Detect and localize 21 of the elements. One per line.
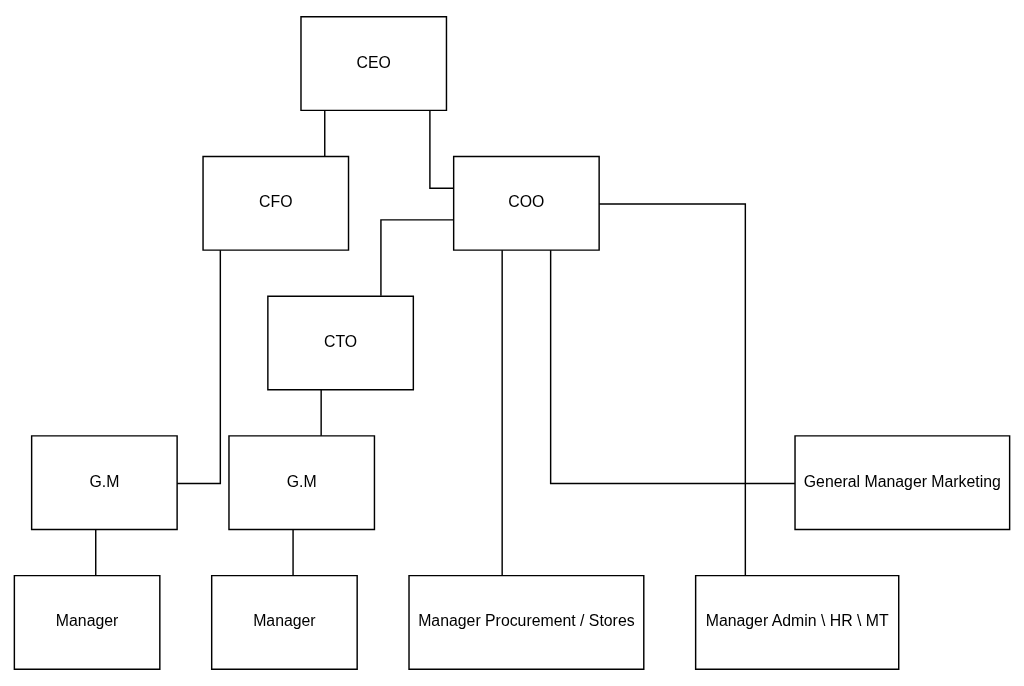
node-box: Manager Procurement / Stores — [408, 574, 645, 670]
node-box: Manager — [13, 574, 161, 670]
node-box: G.M — [228, 435, 376, 531]
node-box: General Manager Marketing — [794, 435, 1011, 531]
node-box: Manager — [210, 574, 358, 670]
node-box: G.M — [30, 435, 178, 531]
connector — [176, 249, 222, 485]
connector — [324, 109, 326, 157]
node-box: CTO — [267, 295, 415, 391]
node-box: COO — [452, 155, 600, 251]
node-box: CFO — [202, 155, 350, 251]
connector — [380, 219, 454, 297]
connector — [320, 389, 322, 437]
connector — [598, 203, 747, 576]
node-box: Manager Admin \ HR \ MT — [694, 574, 900, 670]
connector — [292, 528, 294, 577]
node-box: CEO — [300, 16, 448, 112]
connector — [501, 249, 503, 576]
connector — [549, 249, 796, 485]
connector — [95, 528, 97, 577]
connector — [429, 109, 454, 189]
